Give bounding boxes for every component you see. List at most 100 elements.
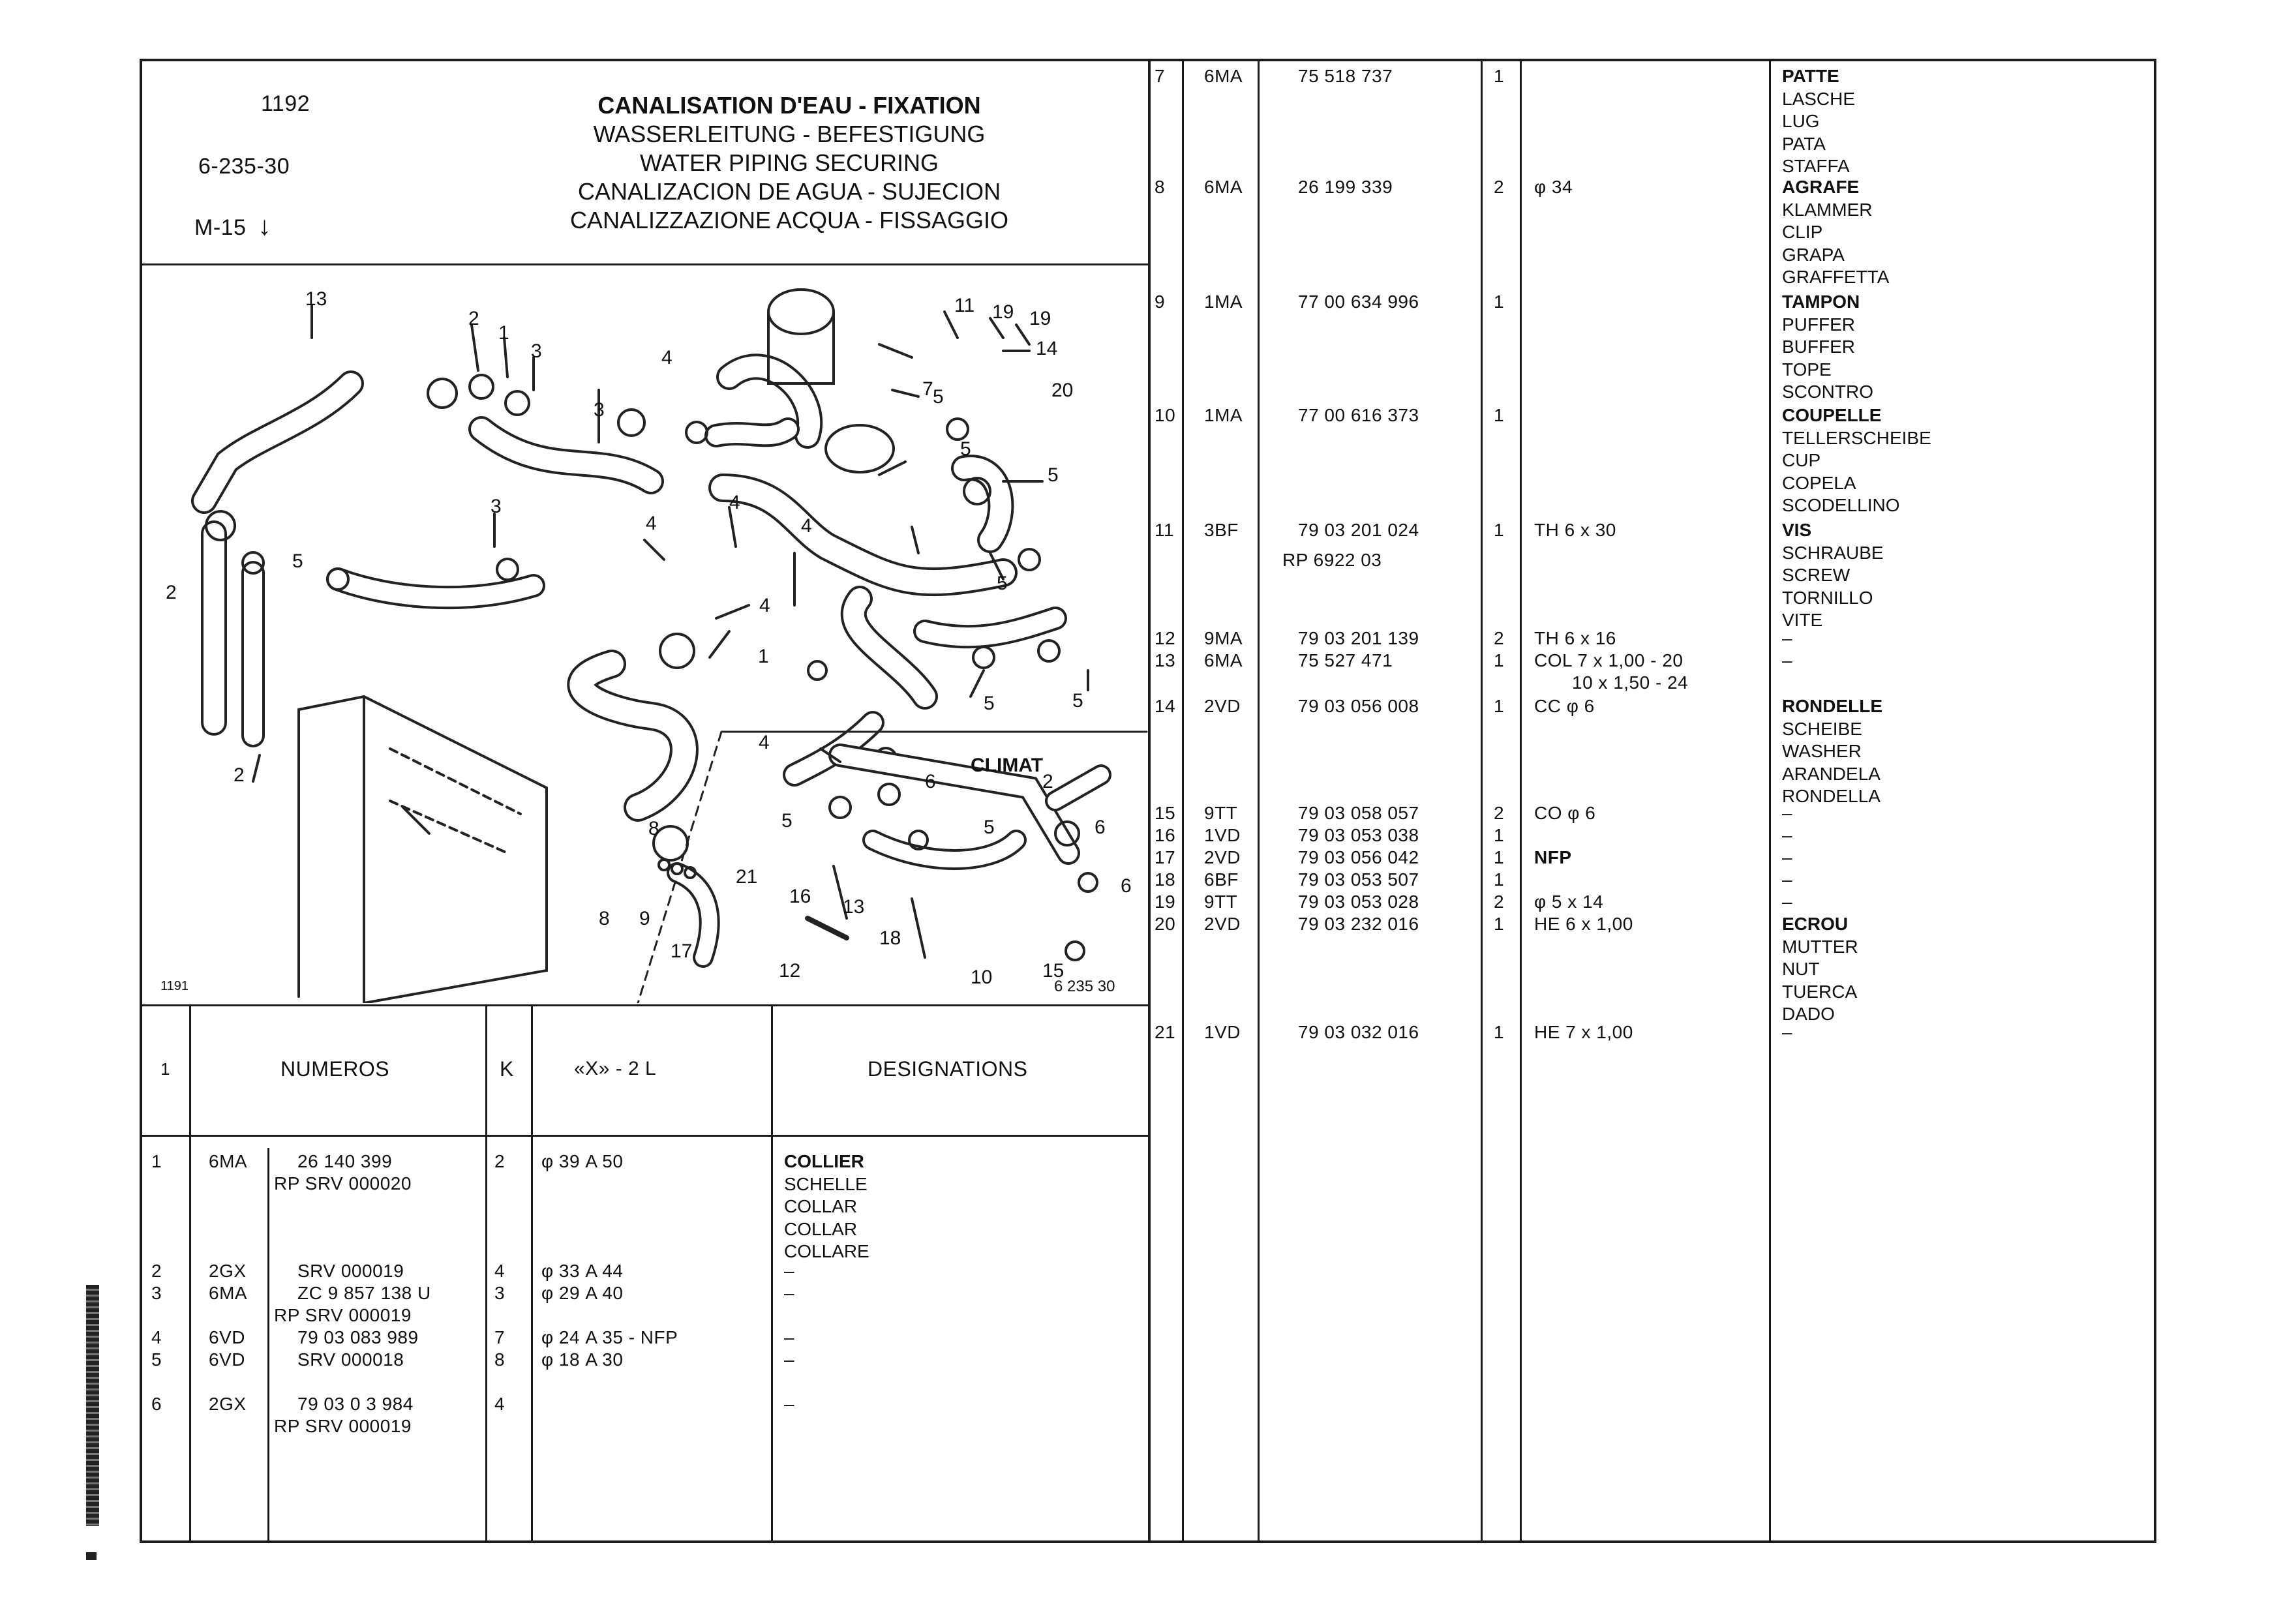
- title-es: CANALIZACION DE AGUA - SUJECION: [577, 178, 1001, 205]
- designation-block: –: [1782, 847, 1792, 869]
- row-qty: 1: [1494, 869, 1505, 890]
- row-code: 6MA: [1204, 177, 1243, 197]
- callout: 6: [925, 771, 936, 792]
- row-ref: 12: [1155, 628, 1176, 648]
- row-code: 2GX: [209, 1394, 247, 1414]
- callout: 10: [971, 967, 992, 988]
- designation-line: MUTTER: [1782, 936, 1858, 957]
- callout: 21: [736, 866, 757, 888]
- row-number: 79 03 053 028: [1298, 892, 1419, 912]
- row-spec: φ 34: [1534, 177, 1573, 197]
- row-code: 6MA: [1204, 650, 1243, 670]
- designation-line: LASCHE: [1782, 88, 1856, 109]
- exploded-diagram: 13 2 1 3 4 11 19 19 14 7 20 5 3 5 4 4 5 …: [142, 266, 1148, 1003]
- row-qty: 1: [1494, 520, 1505, 540]
- callout: 7: [922, 378, 933, 400]
- row-ref: 17: [1155, 847, 1176, 867]
- row-qty: 2: [494, 1151, 506, 1171]
- col-header-numbers: NUMEROS: [280, 1057, 390, 1081]
- designation-line: COLLIER: [784, 1151, 864, 1171]
- row-code: 6MA: [1204, 66, 1243, 86]
- row-number: 26 140 399: [297, 1151, 393, 1171]
- row-number: 77 00 634 996: [1298, 292, 1419, 312]
- callout: 4: [801, 515, 812, 537]
- title-it: CANALIZZAZIONE ACQUA - FISSAGGIO: [569, 207, 1009, 233]
- callout: 2: [166, 582, 177, 603]
- designation-line: NUT: [1782, 959, 1820, 979]
- row-spec: TH 6 x 16: [1534, 628, 1616, 648]
- row-qty: 2: [1494, 892, 1505, 912]
- row-ref: 9: [1155, 292, 1166, 312]
- row-qty: 1: [1494, 650, 1505, 670]
- row-number: 79 03 056 042: [1298, 847, 1419, 867]
- row-qty: 1: [1494, 847, 1505, 867]
- row-ref: 5: [151, 1349, 162, 1370]
- row-number: SRV 000018: [297, 1349, 404, 1370]
- row-code: 2VD: [1204, 914, 1241, 934]
- row-spec: TH 6 x 30: [1534, 520, 1616, 540]
- designation-block: –: [1782, 869, 1792, 892]
- row-number: 79 03 053 038: [1298, 825, 1419, 845]
- col-divider-2: [485, 1004, 487, 1543]
- row-number-alt: RP SRV 000020: [274, 1173, 412, 1194]
- row-qty: 1: [1494, 914, 1505, 934]
- callout: 3: [531, 340, 542, 362]
- designation-line: KLAMMER: [1782, 199, 1873, 220]
- row-qty: 4: [494, 1261, 506, 1281]
- designation-line: COPELA: [1782, 472, 1856, 493]
- row-spec: φ 18 A 30: [541, 1349, 624, 1370]
- row-spec: φ 39 A 50: [541, 1151, 624, 1171]
- row-code: 9TT: [1204, 892, 1238, 912]
- row-spec: NFP: [1534, 847, 1572, 867]
- designation-block: –: [784, 1349, 794, 1372]
- row-ref: 3: [151, 1283, 162, 1303]
- callout: 8: [648, 818, 659, 839]
- designation-line: TAMPON: [1782, 292, 1860, 312]
- row-spec: φ 29 A 40: [541, 1283, 624, 1303]
- designation-line: –: [784, 1283, 794, 1303]
- row-number: 75 527 471: [1298, 650, 1393, 670]
- title-fr: CANALISATION D'EAU - FIXATION: [597, 92, 981, 119]
- row-code: 1VD: [1204, 825, 1241, 845]
- designation-line: –: [784, 1327, 794, 1347]
- designation-line: SCHRAUBE: [1782, 542, 1884, 563]
- row-spec: CC φ 6: [1534, 696, 1595, 716]
- row-spec: φ 5 x 14: [1534, 892, 1604, 912]
- callout: 4: [646, 513, 657, 534]
- row-code: 2VD: [1204, 696, 1241, 716]
- row-code: 1VD: [1204, 1022, 1241, 1042]
- right-panel-frame: [1148, 59, 2156, 1543]
- callout: 17: [671, 940, 692, 962]
- inset-label: CLIMAT: [971, 755, 1043, 776]
- designation-line: CUP: [1782, 450, 1821, 470]
- down-arrow-icon: ↓: [258, 212, 271, 241]
- callout: 13: [843, 896, 864, 918]
- row-qty: 1: [1494, 66, 1505, 86]
- designation-line: STAFFA: [1782, 156, 1850, 176]
- designation-line: TUERCA: [1782, 981, 1858, 1002]
- row-ref: 6: [151, 1394, 162, 1414]
- designation-line: WASHER: [1782, 741, 1862, 761]
- row-ref: 21: [1155, 1022, 1176, 1042]
- row-qty: 7: [494, 1327, 506, 1347]
- row-number: 79 03 201 139: [1298, 628, 1419, 648]
- designation-line: –: [1782, 847, 1792, 867]
- row-number: 79 03 0 3 984: [297, 1394, 414, 1414]
- r-col-divider-5: [1769, 59, 1771, 1543]
- row-number: 79 03 053 507: [1298, 869, 1419, 890]
- designation-line: –: [784, 1349, 794, 1370]
- row-ref: 14: [1155, 696, 1176, 716]
- designation-line: AGRAFE: [1782, 177, 1860, 197]
- designation-block: –: [784, 1393, 794, 1416]
- row-ref: 18: [1155, 869, 1176, 890]
- callout: 3: [491, 496, 502, 517]
- callout: 8: [599, 908, 610, 929]
- row-ref: 16: [1155, 825, 1176, 845]
- r-col-divider-3: [1481, 59, 1483, 1543]
- callout: 5: [960, 438, 971, 460]
